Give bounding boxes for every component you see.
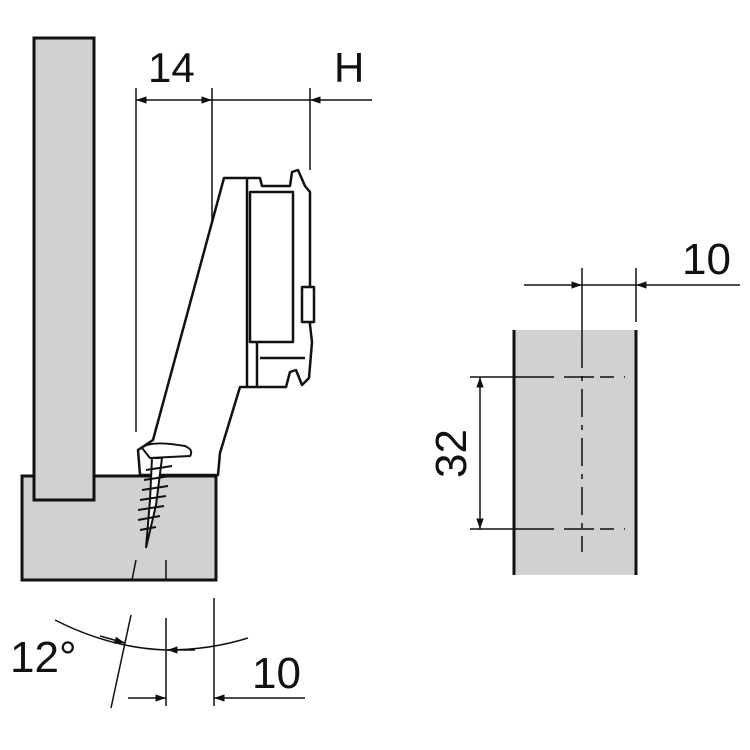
hole-centerlines — [470, 268, 637, 552]
cabinet-side-front-view — [512, 330, 638, 575]
dimension-angle-and-offset — [54, 619, 305, 702]
dimension-label-offset: 10 — [252, 649, 301, 698]
dimension-label-edge-distance: 10 — [682, 235, 731, 284]
dimension-label-h: H — [334, 44, 364, 91]
screw — [137, 442, 193, 549]
door-panel — [32, 36, 96, 502]
dimension-10-and-32 — [476, 281, 740, 529]
dimension-label-angle: 12° — [10, 633, 77, 682]
dimension-label-hole-spacing: 32 — [427, 429, 476, 478]
dimension-label-14: 14 — [148, 44, 195, 91]
hinge — [136, 168, 316, 477]
